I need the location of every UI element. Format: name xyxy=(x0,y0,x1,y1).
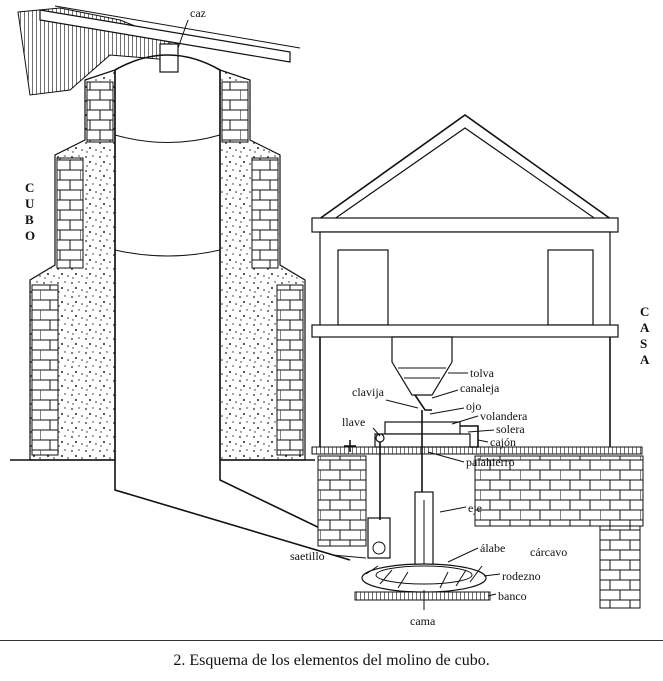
label-clavija: clavija xyxy=(352,385,385,399)
leader-lines xyxy=(177,19,501,597)
label-tolva: tolva xyxy=(470,366,495,380)
label-rodezno: rodezno xyxy=(502,569,541,583)
label-cubo-3: B xyxy=(25,212,35,227)
cubo-tower xyxy=(10,54,356,561)
label-llave: llave xyxy=(342,415,365,429)
label-carcavo: cárcavo xyxy=(530,545,567,559)
label-canaleja: canaleja xyxy=(460,381,500,395)
label-volandera: volandera xyxy=(480,409,528,423)
casa-house xyxy=(311,114,643,500)
label-eje: eje xyxy=(468,501,482,515)
caption-rule xyxy=(0,640,663,641)
label-cubo-4: O xyxy=(25,228,36,243)
label-casa-4: A xyxy=(640,352,650,367)
label-caz: caz xyxy=(190,6,206,20)
figure-caption: 2. Esquema de los elementos del molino d… xyxy=(173,652,490,669)
label-cama: cama xyxy=(410,614,436,628)
rodezno-wheel xyxy=(344,433,491,610)
label-alabe: álabe xyxy=(480,541,505,555)
label-banco: banco xyxy=(498,589,527,603)
label-cubo-1: C xyxy=(25,180,35,195)
label-solera: solera xyxy=(496,422,525,436)
label-casa-1: C xyxy=(640,304,650,319)
label-ojo: ojo xyxy=(466,399,481,413)
label-saetillo: saetillo xyxy=(290,549,325,563)
label-casa-3: S xyxy=(640,336,648,351)
label-palahierro: palahierro xyxy=(466,455,515,469)
caz-channel xyxy=(39,5,301,73)
label-casa-2: A xyxy=(640,320,650,335)
label-cubo-2: U xyxy=(25,196,35,211)
label-cajon: cajón xyxy=(490,435,516,449)
carcavo-masonry xyxy=(317,455,644,609)
labels: caz C U B O C A S A tolva canaleja clavi… xyxy=(25,6,650,628)
